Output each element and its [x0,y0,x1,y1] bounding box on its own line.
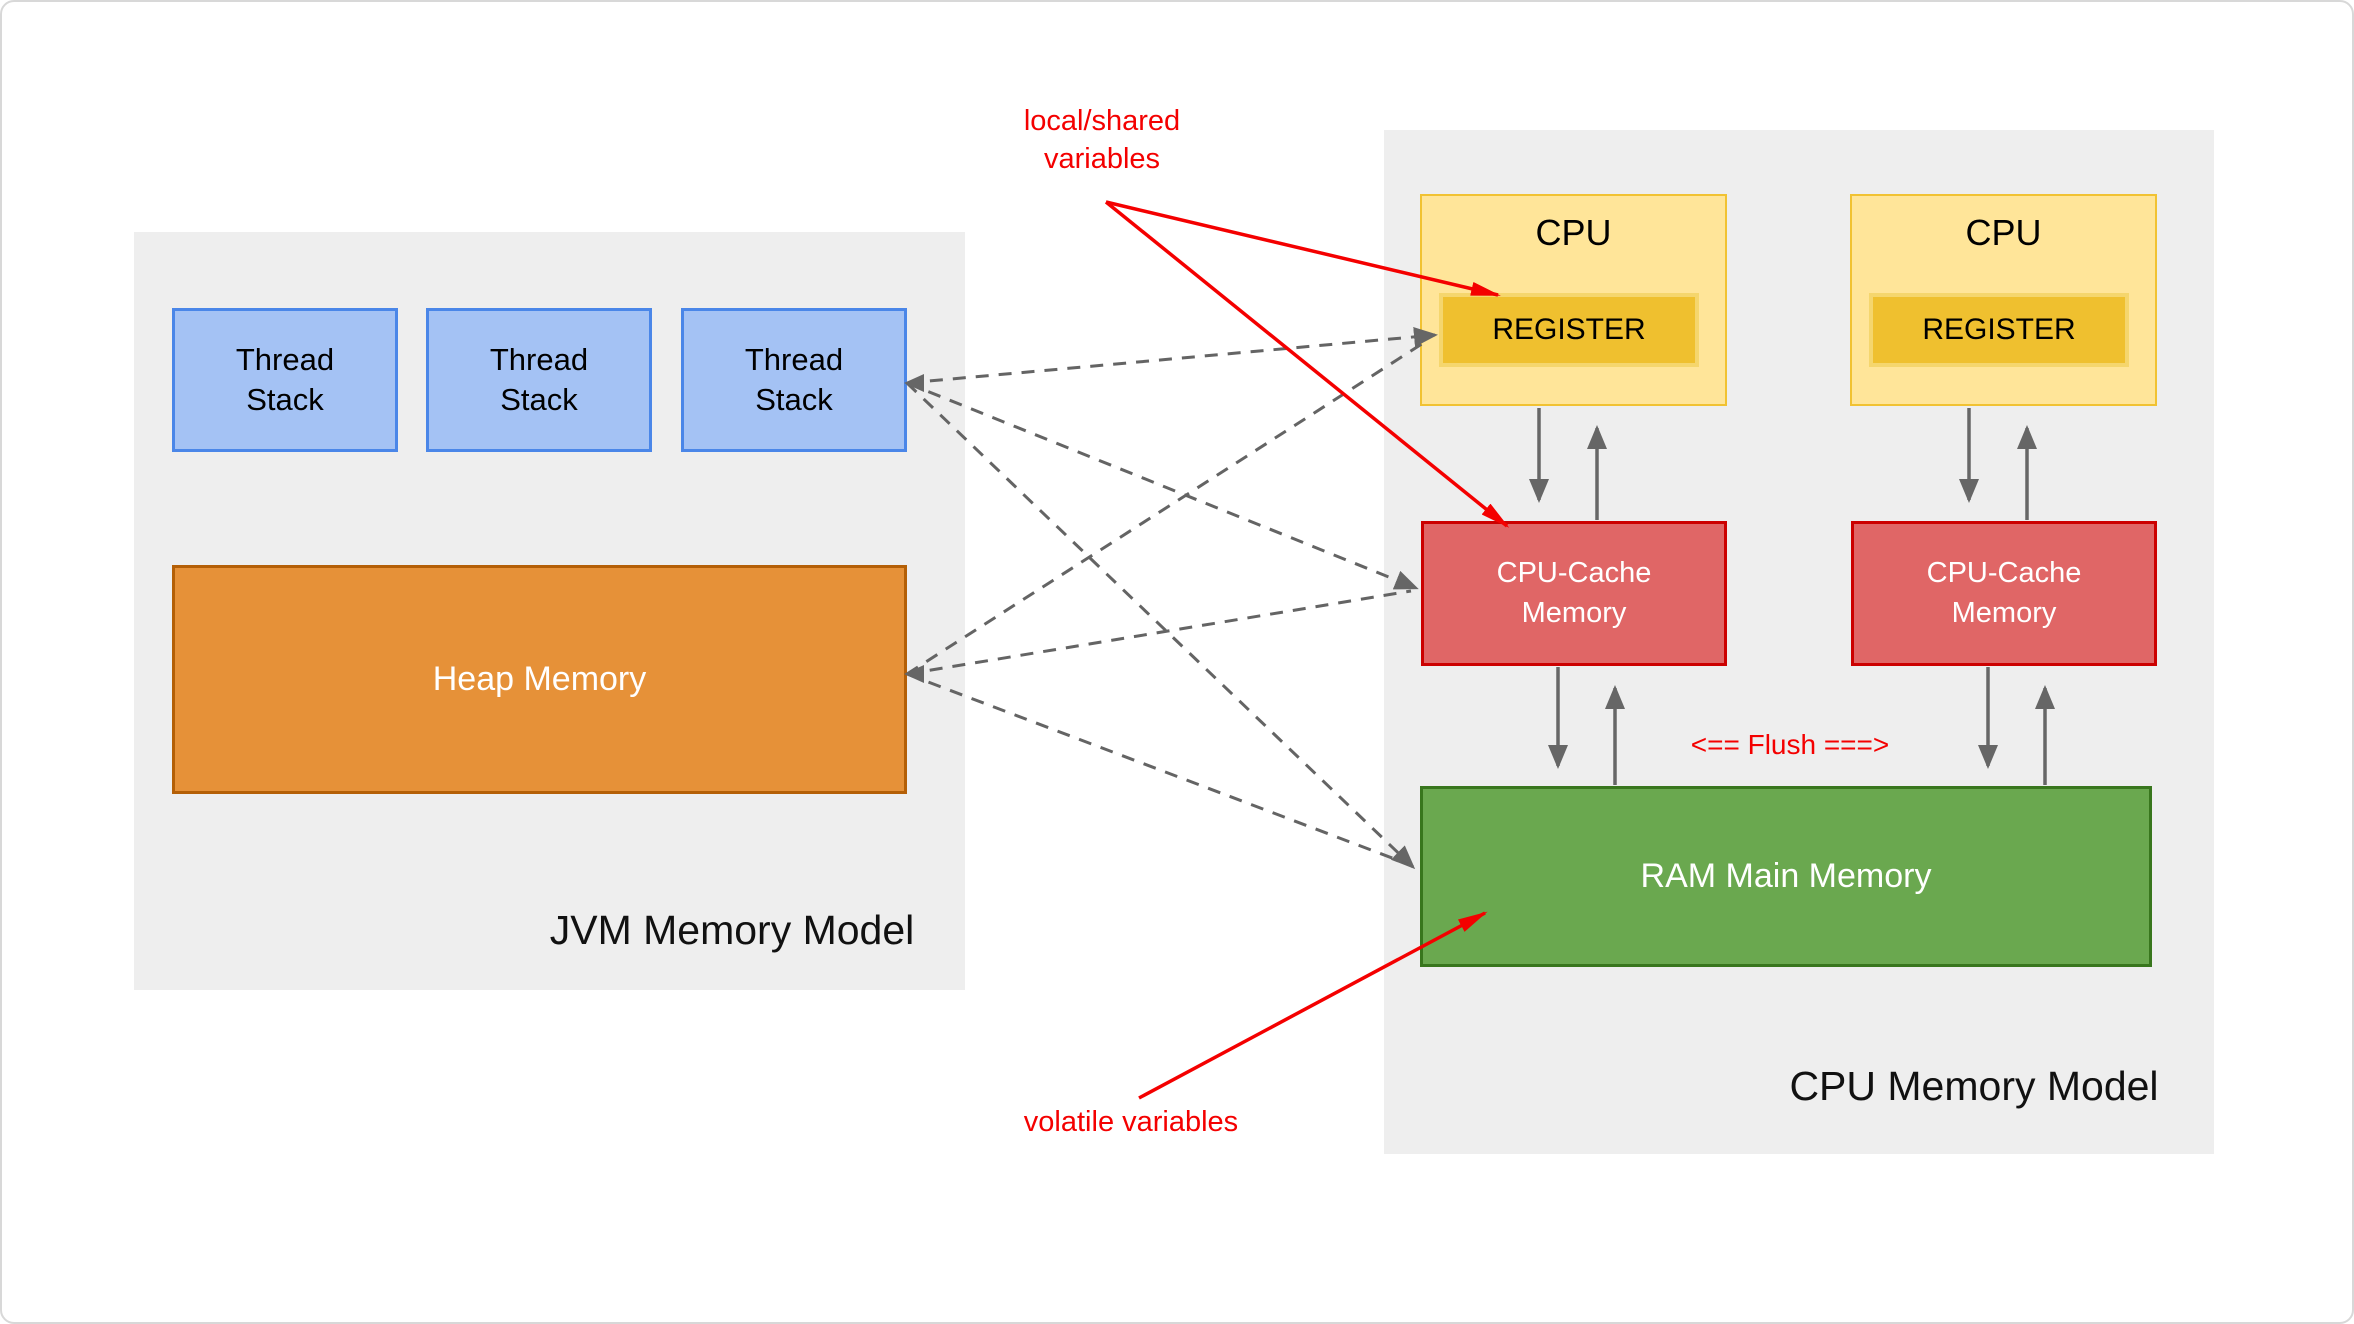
register-box-1: REGISTER [1439,293,1699,367]
dashed-arrow-group [905,326,1438,870]
dashed-arrow-heap-register [906,338,1429,676]
thread-stack-label-3: Thread Stack [744,342,844,417]
ram-main-memory-label: RAM Main Memory [1640,857,1932,895]
cpu-title-2: CPU [1965,212,2042,253]
cpu-cache-label-1: CPU-Cache Memory [1496,557,1652,629]
ram-main-memory-box: RAM Main Memory [1420,786,2152,967]
register-label-2: REGISTER [1922,313,2076,346]
dashed-arrow-heap-ram [906,672,1409,866]
thread-stack-box-3: Thread Stack [681,308,907,452]
volatile-variables-annotation: volatile variables [1023,1106,1239,1138]
cpu-title-1: CPU [1535,212,1612,253]
local-shared-line2: variables [1043,143,1161,175]
register-box-2: REGISTER [1869,293,2129,367]
cpu-box-2: CPU REGISTER [1850,194,2157,406]
cpu-cache-label-2: CPU-Cache Memory [1926,557,2082,629]
flush-annotation: <== Flush ===> [1690,729,1890,760]
thread-stack-label-1: Thread Stack [235,342,335,417]
register-label-1: REGISTER [1492,313,1646,346]
cpu-cache-box-1: CPU-Cache Memory [1421,521,1727,666]
cpu-box-1: CPU REGISTER [1420,194,1727,406]
dashed-arrow-stack-ram [905,381,1416,870]
heap-memory-box: Heap Memory [172,565,907,794]
jvm-panel-title: JVM Memory Model [549,907,915,953]
heap-memory-label: Heap Memory [432,660,647,698]
local-shared-line1: local/shared [1023,105,1181,137]
dashed-arrow-heap-cache [906,589,1412,676]
dashed-arrow-stack-cache [906,381,1419,590]
thread-stack-box-1: Thread Stack [172,308,398,452]
dashed-arrow-stack-register [906,326,1438,385]
thread-stack-label-2: Thread Stack [489,342,589,417]
thread-stack-box-2: Thread Stack [426,308,652,452]
local-shared-variables-annotation: local/shared variables [952,102,1252,178]
cpu-panel-title: CPU Memory Model [1789,1063,2159,1109]
cpu-cache-box-2: CPU-Cache Memory [1851,521,2157,666]
